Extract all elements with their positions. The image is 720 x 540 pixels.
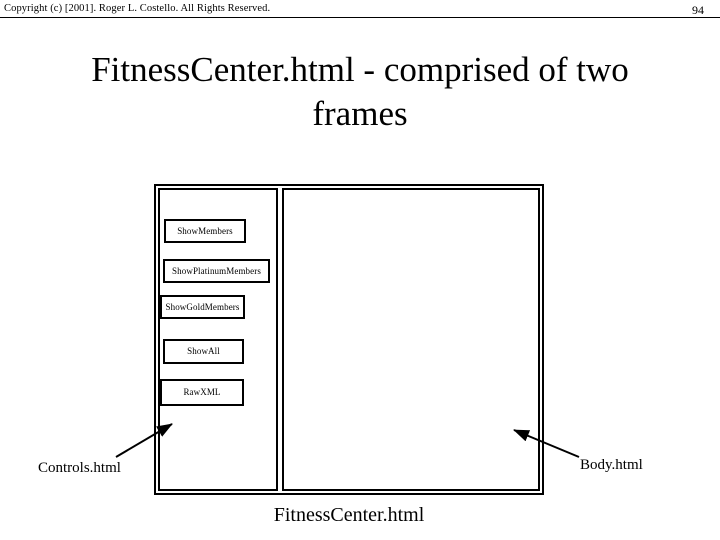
frameset-diagram: ShowMembers ShowPlatinumMembers ShowGold… [154, 184, 544, 495]
page-number: 94 [692, 3, 704, 17]
show-platinum-members-button[interactable]: ShowPlatinumMembers [163, 259, 270, 283]
show-members-button[interactable]: ShowMembers [164, 219, 246, 243]
header-divider [0, 17, 720, 18]
copyright-notice: Copyright (c) [2001]. Roger L. Costello.… [4, 3, 271, 14]
show-all-button[interactable]: ShowAll [163, 339, 244, 364]
body-html-label: Body.html [580, 457, 643, 473]
page-title: FitnessCenter.html - comprised of two fr… [91, 50, 629, 133]
body-frame-pane [282, 188, 540, 491]
show-gold-members-button[interactable]: ShowGoldMembers [160, 295, 245, 319]
raw-xml-button[interactable]: RawXML [160, 379, 244, 406]
controls-frame-pane: ShowMembers ShowPlatinumMembers ShowGold… [158, 188, 278, 491]
controls-html-label: Controls.html [38, 460, 121, 476]
diagram-caption: FitnessCenter.html [273, 504, 425, 526]
